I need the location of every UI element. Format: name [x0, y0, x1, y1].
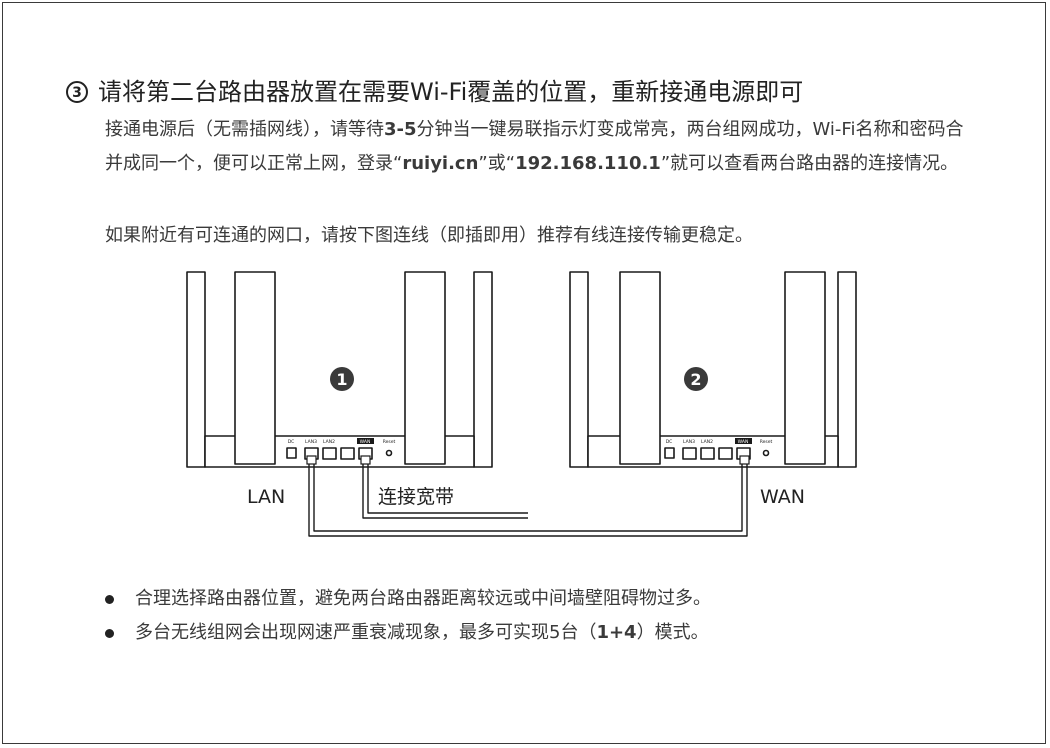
- tip-mesh-text-1: 多台无线组网会出现网速严重衰减现象，最多可实现5台（: [135, 622, 597, 643]
- tip-mesh-limit: 多台无线组网会出现网速严重衰减现象，最多可实现5台（1+4）模式。: [100, 616, 711, 650]
- tip-placement: 合理选择路由器位置，避免两台路由器距离较远或中间墙壁阻碍物过多。: [100, 582, 711, 616]
- para1-text-1: 接通电源后（无需插网线），请等待: [105, 119, 384, 140]
- wired-recommendation: 如果附近有可连通的网口，请按下图连线（即插即用）推荐有线连接传输更稳定。: [105, 225, 753, 246]
- tips-list: 合理选择路由器位置，避免两台路由器距离较远或中间墙壁阻碍物过多。 多台无线组网会…: [100, 582, 711, 650]
- tip-mesh-text-2: ）模式。: [636, 622, 709, 643]
- step-title: 3 请将第二台路由器放置在需要Wi-Fi覆盖的位置，重新接通电源即可: [66, 72, 803, 107]
- tip-mesh-mode: 1+4: [596, 622, 637, 643]
- para1-text-4: ”就可以查看两台路由器的连接情况。: [660, 153, 959, 174]
- step-title-text: 请将第二台路由器放置在需要Wi-Fi覆盖的位置，重新接通电源即可: [98, 78, 804, 106]
- para1-text-2: 分钟当一键易联指示灯变成常亮，两台组网成功，Wi-Fi名称和密码合并成同一个，便…: [105, 119, 964, 174]
- login-domain: ruiyi.cn: [402, 153, 479, 174]
- wait-minutes: 3-5: [384, 119, 417, 140]
- step-number-badge: 3: [66, 81, 88, 103]
- login-ip: 192.168.110.1: [515, 153, 661, 174]
- connection-instructions: 接通电源后（无需插网线），请等待3-5分钟当一键易联指示灯变成常亮，两台组网成功…: [105, 113, 975, 181]
- para1-text-3: ”或“: [478, 153, 516, 174]
